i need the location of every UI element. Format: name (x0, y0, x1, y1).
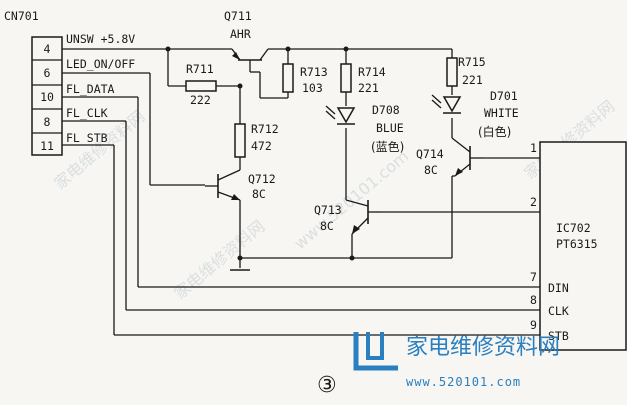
connector-name: CN701 (4, 9, 39, 23)
ic-ic702: 1 2 7 8 9 IC702 PT6315 DIN CLK STB (530, 141, 627, 351)
figure-number: ③ (317, 373, 337, 398)
r713-value: 103 (302, 81, 323, 95)
transistor-q711: Q711 AHR (224, 9, 269, 73)
q712-ref: Q712 (248, 172, 276, 186)
connector-body (31, 36, 63, 156)
site-logo: 家电维修资料网 www.520101.com (353, 332, 560, 389)
ic-pin-label-stb: STB (548, 329, 569, 343)
ic-ref: IC702 (556, 221, 591, 235)
r712-ref: R712 (251, 122, 279, 136)
d708-color-note: (蓝色) (371, 140, 404, 154)
r715-ref: R715 (458, 55, 486, 69)
resistor-r711: R711 222 (185, 62, 217, 107)
r714-value: 221 (358, 81, 379, 95)
r712-value: 472 (251, 139, 272, 153)
led-d708: D708 BLUE (蓝色) (325, 103, 404, 154)
d701-ref: D701 (490, 89, 518, 103)
wires (62, 48, 540, 336)
net-label-unsw: UNSW +5.8V (66, 32, 135, 46)
ic-pin-num: 9 (530, 318, 537, 332)
resistor-r714: R714 221 (340, 63, 386, 95)
resistor-r713: R713 103 (282, 63, 328, 95)
ic-pin-label-clk: CLK (548, 304, 569, 318)
connector-cn701: CN701 4 6 10 8 11 UNSW +5.8V LED_ON/OFF … (4, 9, 135, 156)
connector-pin-num: 8 (44, 115, 51, 129)
r713-ref: R713 (300, 65, 328, 79)
d708-ref: D708 (372, 103, 400, 117)
watermark-url: www.520101.com (290, 146, 412, 253)
q712-value: 8C (252, 187, 266, 201)
connector-pin-num: 11 (40, 139, 54, 153)
ic-pin-num: 7 (530, 270, 537, 284)
net-label-led-on-off: LED_ON/OFF (66, 57, 135, 71)
junction-dots (165, 46, 355, 261)
logo-text: 家电维修资料网 (406, 335, 560, 360)
transistor-q712: Q712 8C (205, 169, 276, 201)
r711-ref: R711 (186, 62, 214, 76)
ic-pin-num: 2 (530, 195, 537, 209)
q714-value: 8C (424, 163, 438, 177)
q713-ref: Q713 (314, 203, 342, 217)
q711-ref: Q711 (224, 9, 252, 23)
logo-mark-icon (353, 332, 398, 371)
connector-pin-num: 4 (44, 42, 51, 56)
resistor-r712: R712 472 (234, 122, 279, 158)
q713-value: 8C (320, 219, 334, 233)
watermark-text: 家电维修资料网 (170, 217, 268, 304)
transistor-q714: Q714 8C (416, 137, 484, 177)
d708-color: BLUE (376, 121, 404, 135)
net-label-fl-data: FL_DATA (66, 82, 115, 96)
ic-body (539, 141, 627, 351)
q711-value: AHR (230, 27, 251, 41)
r711-value: 222 (190, 93, 211, 107)
led-d701: D701 WHITE (白色) (431, 89, 519, 139)
ic-part-number: PT6315 (556, 237, 598, 251)
resistor-r715: R715 221 (446, 55, 486, 87)
ic-pin-num: 1 (530, 141, 537, 155)
net-label-fl-stb: FL_STB (66, 131, 108, 145)
r715-value: 221 (462, 73, 483, 87)
ic-pin-label-din: DIN (548, 281, 569, 295)
net-label-fl-clk: FL_CLK (66, 106, 108, 120)
q714-ref: Q714 (416, 147, 444, 161)
d701-color-note: (白色) (478, 124, 511, 139)
logo-url: www.520101.com (406, 375, 521, 389)
transistor-q713: Q713 8C (314, 199, 382, 235)
ic-pin-num: 8 (530, 293, 537, 307)
connector-pin-num: 6 (44, 66, 51, 80)
connector-pin-num: 10 (40, 90, 54, 104)
r714-ref: R714 (358, 65, 386, 79)
d701-color: WHITE (484, 106, 519, 120)
